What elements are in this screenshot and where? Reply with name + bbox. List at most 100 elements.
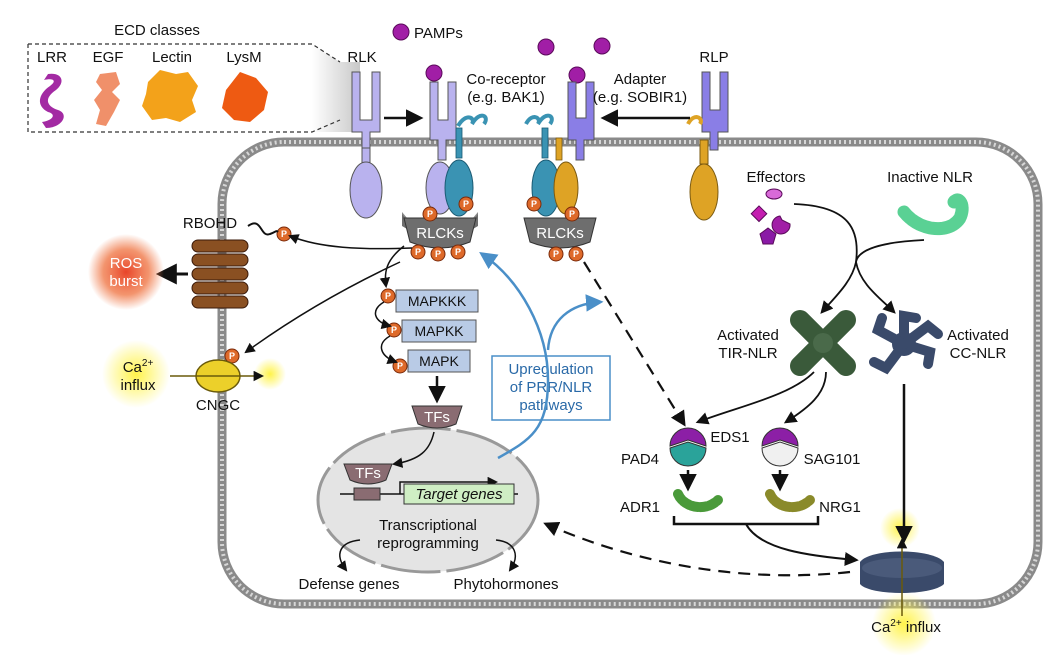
svg-text:P: P — [531, 199, 537, 209]
upregulation-to-nlr-arrow — [546, 294, 604, 351]
effectors-label: Effectors — [747, 169, 806, 186]
lysm-structure-icon — [222, 72, 268, 122]
svg-text:P: P — [385, 291, 391, 301]
adr1-icon — [673, 489, 723, 513]
adapter-label-2: (e.g. SOBIR1) — [593, 89, 687, 106]
dna-target-genes: Target genes — [340, 476, 518, 505]
mapkkk-box — [395, 289, 479, 313]
nrg1-icon — [765, 489, 815, 513]
pamps-label: PAMPs — [414, 25, 463, 42]
ca-influx-right-label: Ca2+ influx — [871, 618, 941, 636]
phospho-icon: P — [276, 226, 292, 242]
ecd-title: ECD classes — [114, 22, 200, 39]
rlck-to-mapk-arrow — [379, 245, 405, 289]
phospho-icon: P — [380, 288, 396, 304]
nlr-split-right-arrow — [855, 261, 896, 314]
cell-membrane-inner — [220, 140, 1040, 606]
defense-genes-label: Defense genes — [299, 576, 400, 593]
phospho-icon: P — [526, 196, 542, 212]
pamp-dot — [425, 64, 443, 82]
ca-glow-left-b — [254, 358, 286, 390]
rlck-to-eds1-dashed-arrow — [583, 261, 686, 427]
mapk-label: MAPK — [419, 353, 459, 369]
lectin-structure-icon — [142, 70, 198, 122]
effector-molecules — [750, 188, 791, 245]
tir-to-eds1-sag101-arrow — [783, 371, 827, 424]
target-genes-box — [403, 483, 515, 505]
svg-text:influx: influx — [120, 377, 156, 394]
pamps-group: PAMPs — [392, 23, 611, 84]
ecd-egf-label: EGF — [93, 49, 124, 66]
tfs-to-nucleus-arrow — [391, 431, 435, 468]
mapkk-box — [401, 319, 477, 343]
sag101-label: SAG101 — [804, 451, 861, 468]
rbohd-channel: RBOHD — [183, 215, 279, 309]
ecd-classes-panel: ECD classes LRR EGF Lectin LysM — [27, 22, 360, 133]
pamp-dot — [568, 66, 586, 84]
helper-nlr-bracket — [672, 516, 820, 526]
mapkk-label: MAPKK — [414, 323, 464, 339]
pamp-dot — [593, 37, 611, 55]
ca-influx-left-label: Ca2+ influx — [120, 358, 156, 394]
svg-text:P: P — [569, 209, 575, 219]
pamp-dot — [537, 38, 555, 56]
coreceptor-label-2: (e.g. BAK1) — [467, 89, 545, 106]
rlck-to-cngc-arrow — [244, 261, 401, 354]
nrg1-label: NRG1 — [819, 499, 861, 516]
pamp-dot — [392, 23, 410, 41]
to-phytohormones-arrow — [495, 539, 520, 572]
ros-burst-glow — [88, 234, 164, 310]
svg-text:P: P — [415, 247, 421, 257]
phospho-icon: P — [568, 246, 584, 262]
upregulation-label-3: pathways — [519, 397, 582, 414]
svg-text:P: P — [435, 249, 441, 259]
nlr-split-left-arrow — [820, 261, 857, 314]
eds1-pad4-dimer — [669, 427, 707, 467]
svg-text:P: P — [397, 361, 403, 371]
ca-glow-right-top — [880, 508, 920, 548]
activated-cc-nlr-icon — [869, 310, 943, 375]
svg-text:P: P — [281, 229, 287, 239]
svg-text:Ca2+: Ca2+ — [123, 358, 154, 376]
rlck-to-rbohd-arrow — [288, 234, 413, 250]
resistosome-to-nucleus-dashed-arrow — [543, 521, 851, 577]
mapk-box — [407, 349, 471, 373]
ca-glow-right-bottom — [872, 592, 936, 656]
phospho-icon: P — [548, 246, 564, 262]
rlck-left: RLCKs — [402, 212, 478, 249]
phospho-icon: P — [564, 206, 580, 222]
rlk-label: RLK — [347, 49, 376, 66]
tfs-inner-label: TFs — [355, 465, 381, 482]
reprogramming-label-2: reprogramming — [377, 535, 479, 552]
svg-text:P: P — [229, 351, 235, 361]
rlck-right: RLCKs — [523, 217, 597, 249]
adapter-label-1: Adapter — [614, 71, 667, 88]
ros-burst-label-2: burst — [109, 273, 143, 290]
upregulation-feedback-line — [479, 252, 550, 460]
phospho-icon: P — [430, 246, 446, 262]
reprogramming-label-1: Transcriptional — [379, 517, 477, 534]
tfs-top-label: TFs — [424, 409, 450, 426]
upregulation-box — [491, 355, 611, 421]
ecd-lysm-label: LysM — [226, 49, 261, 66]
rlp-label: RLP — [699, 49, 728, 66]
svg-text:P: P — [573, 249, 579, 259]
tfs-nucleus: TFs — [343, 463, 393, 485]
lrr-structure-icon — [39, 73, 64, 128]
eds1-sag101-dimer — [761, 427, 799, 467]
activated-tir-label-2: TIR-NLR — [718, 345, 777, 362]
target-genes-label: Target genes — [415, 486, 503, 503]
phospho-icon: P — [458, 196, 474, 212]
adr1-label: ADR1 — [620, 499, 660, 516]
cngc-label: CNGC — [196, 397, 240, 414]
rlck-right-label: RLCKs — [536, 225, 584, 242]
activated-tir-label-1: Activated — [717, 327, 779, 344]
ecd-lectin-label: Lectin — [152, 49, 192, 66]
egf-structure-icon — [94, 72, 120, 126]
to-defense-arrow — [336, 539, 361, 572]
effectors-to-nlr-arrow — [793, 203, 858, 263]
activated-cc-label-1: Activated — [947, 327, 1009, 344]
tfs-cytoplasm: TFs — [411, 405, 463, 429]
cngc-channel: CNGC — [170, 359, 265, 414]
